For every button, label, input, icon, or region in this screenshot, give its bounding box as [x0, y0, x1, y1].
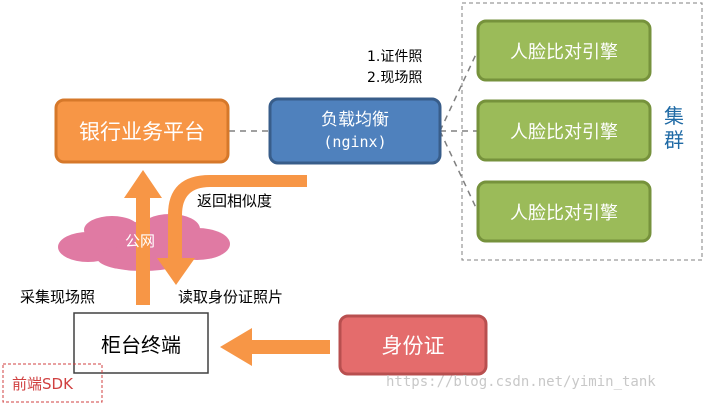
frontend-sdk-label: 前端SDK: [12, 375, 73, 393]
load-balancer-box[interactable]: [268, 97, 442, 165]
upload-arrow: [124, 170, 162, 305]
banking-platform-box[interactable]: [54, 98, 230, 164]
send-item-1: 1.证件照: [367, 49, 423, 65]
engine-box-2[interactable]: [476, 99, 652, 162]
counter-terminal-box[interactable]: [73, 312, 209, 374]
frontend-sdk-box: [2, 363, 103, 403]
read-id-photo-label: 读取身份证照片: [178, 288, 284, 306]
return-arrow: [157, 175, 307, 285]
flow-arrows: [124, 170, 330, 366]
return-similarity-label: 返回相似度: [197, 192, 273, 210]
idcard-arrow: [220, 328, 330, 366]
send-item-2: 2.现场照: [367, 70, 423, 86]
engine-box-3[interactable]: [476, 180, 652, 243]
cluster-boundary: [461, 2, 703, 261]
idcard-box[interactable]: [338, 314, 488, 376]
dashed-connectors: [229, 49, 479, 213]
capture-photo-label: 采集现场照: [20, 288, 96, 306]
cluster-label: 集 群: [664, 104, 684, 152]
engine-box-1[interactable]: [476, 19, 652, 82]
connector-lb-engine-3: [439, 130, 479, 213]
connector-lb-engine-1: [439, 49, 479, 132]
watermark: https://blog.csdn.net/yimin_tank: [386, 374, 656, 390]
